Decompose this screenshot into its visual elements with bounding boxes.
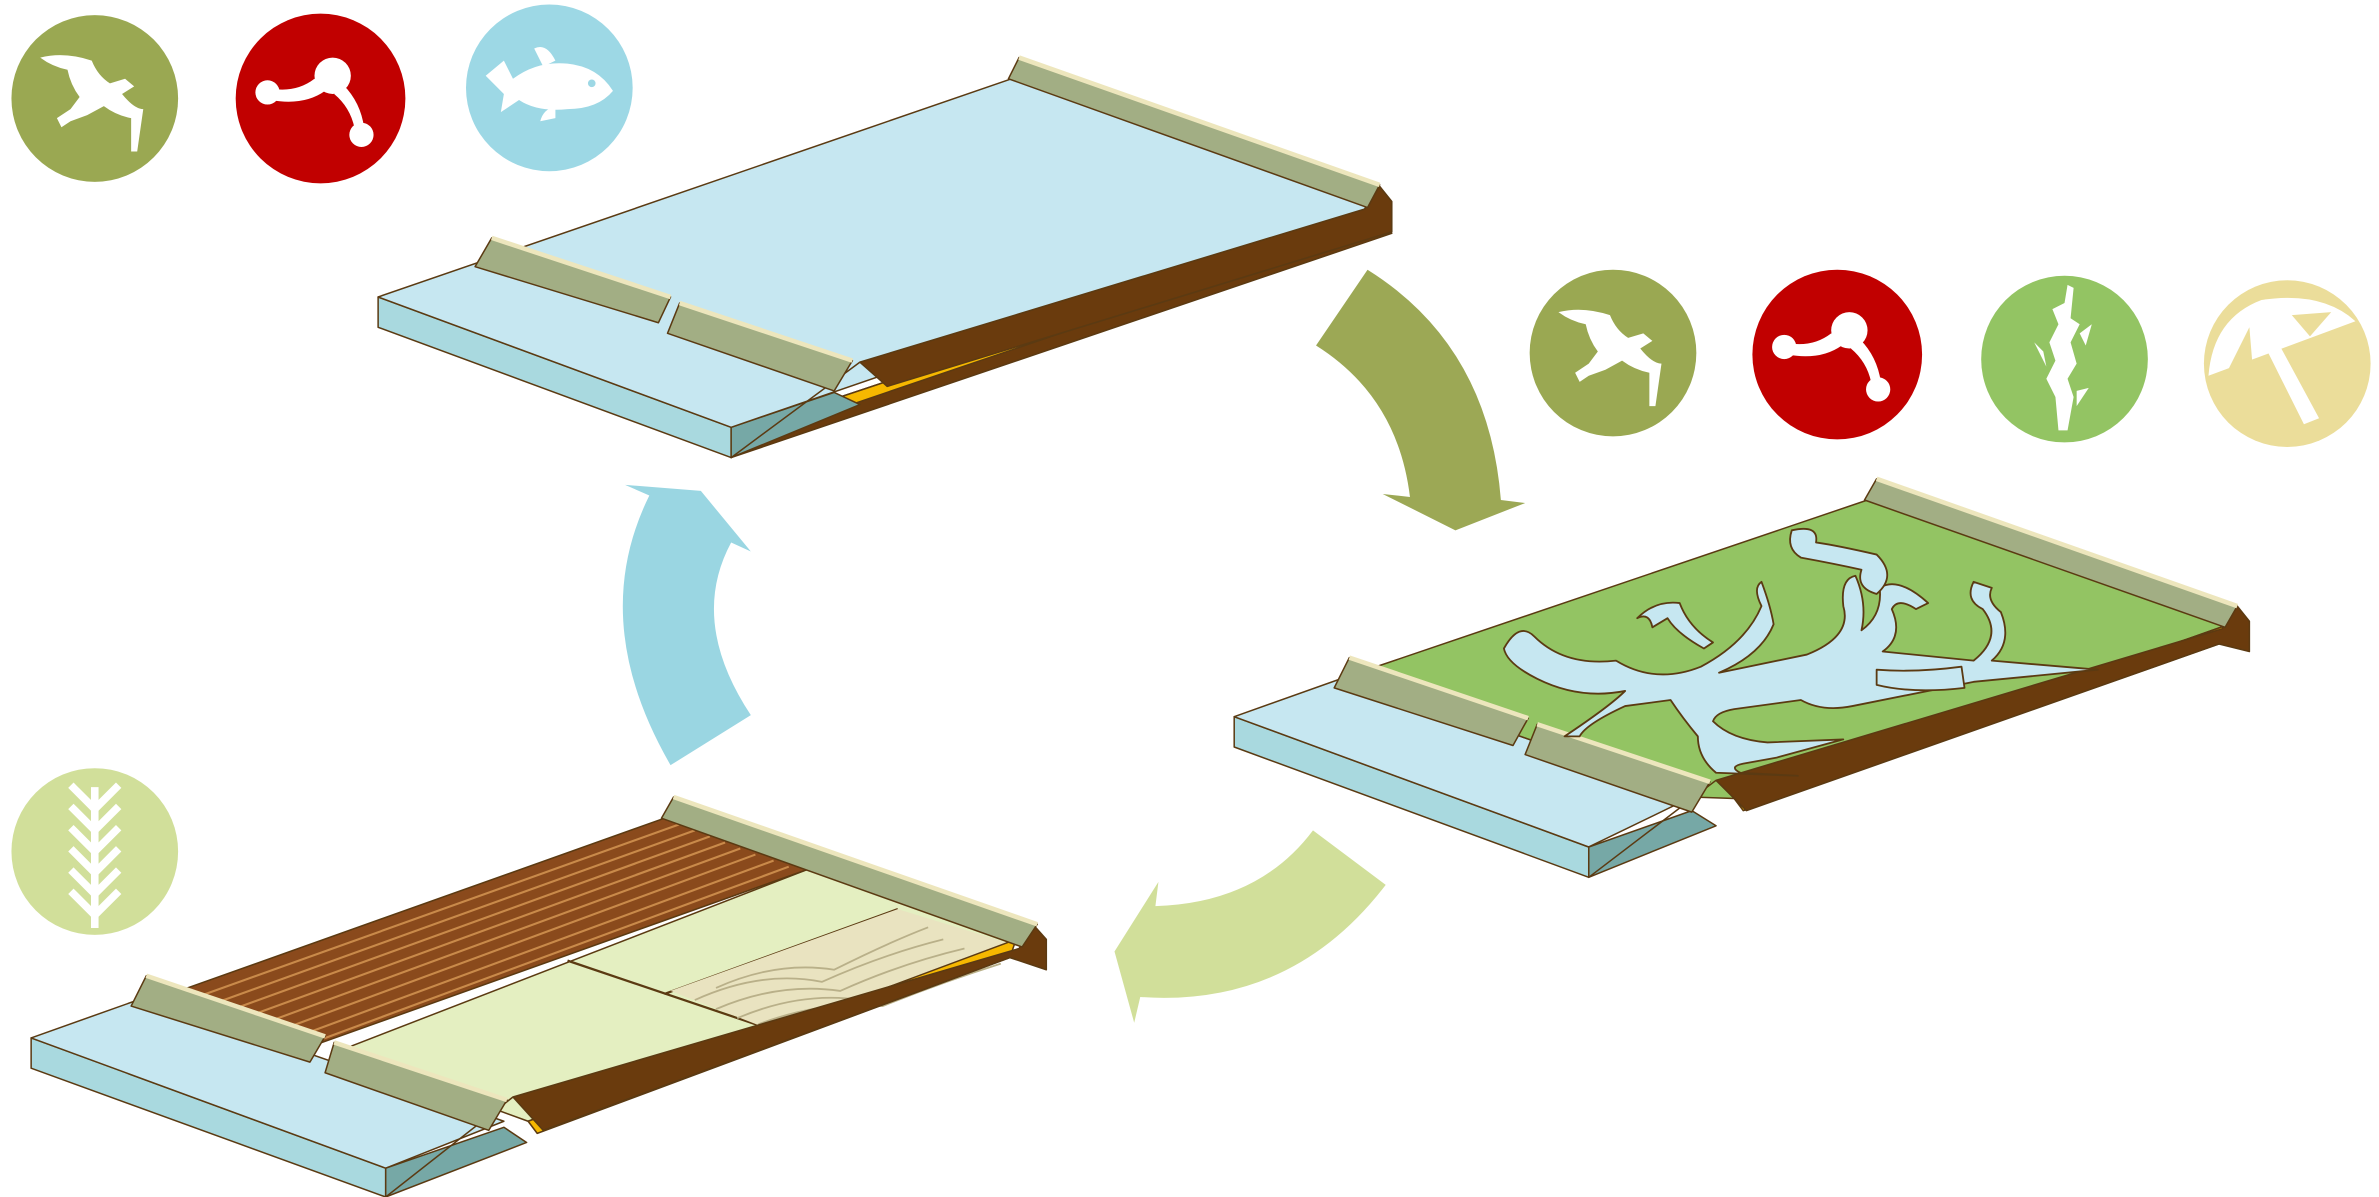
arrow-flooded-to-marsh [1316, 270, 1525, 531]
badge-wheat-3 [11, 768, 178, 935]
arrow-marsh-to-farmland [1114, 830, 1385, 1022]
badge-worm-1 [236, 14, 406, 184]
badge-fish-1 [466, 5, 633, 172]
badge-worm-2 [1752, 270, 1922, 440]
badge-reed-2 [1981, 276, 2148, 443]
badge-bird-1 [11, 15, 178, 182]
badge-umbrella-2 [2204, 280, 2371, 447]
stage-marsh-block [1234, 479, 2249, 877]
badge-bird-2 [1530, 270, 1697, 437]
arrow-farmland-to-flooded [623, 485, 751, 765]
stage-farmland-block [31, 797, 1046, 1197]
